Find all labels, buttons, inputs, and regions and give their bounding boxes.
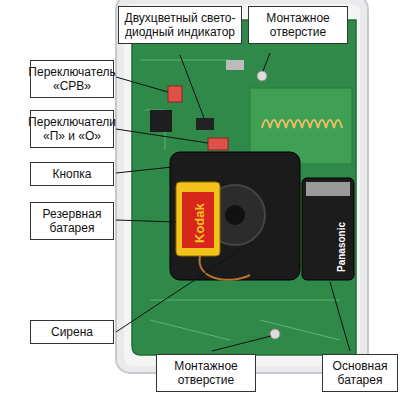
callout-box: Сирена [30,320,114,344]
pcb [132,20,356,355]
chip [150,110,172,132]
callout-box: Резервная батарея [30,202,114,240]
housing [116,0,368,373]
brand-label: Panasonic [336,222,347,272]
callout-text: Кнопка [53,167,92,181]
led-indicator [196,118,214,130]
reserve-battery [176,182,220,256]
callout-text: Переключатель «СРВ» [28,65,115,93]
siren [170,152,300,280]
callout-box: Основная батарея [322,354,398,392]
callout-text: Двухцветный свето- диодный индикатор [123,11,237,39]
siren-center [225,205,245,225]
housing-inner [124,4,360,366]
callout-box: Монтажное отверстие [248,6,348,44]
antenna-coil [262,120,342,128]
po-switches [208,138,228,150]
battery-cap [306,182,350,196]
callout-text: Переключатели «П» и «О» [28,115,116,143]
leader-lines [116,53,350,351]
callout-box: Переключатель «СРВ» [30,60,114,98]
callout-box: Монтажное отверстие [156,354,256,392]
callout-text: Резервная батарея [35,207,109,235]
mounting-hole [270,329,280,339]
srv-switch [168,86,182,102]
callout-box: Переключатели «П» и «О» [30,110,114,148]
callout-text: Сирена [51,325,93,339]
brand-label: Kodak [192,203,207,243]
callout-box: Кнопка [30,162,114,186]
mounting-hole [257,71,267,81]
battery-label [182,192,214,248]
callout-box: Двухцветный свето- диодный индикатор [118,6,242,44]
main-battery [302,178,354,280]
callout-text: Монтажное отверстие [253,11,343,39]
callout-text: Основная батарея [327,359,393,387]
component [226,60,244,70]
callout-text: Монтажное отверстие [161,359,251,387]
